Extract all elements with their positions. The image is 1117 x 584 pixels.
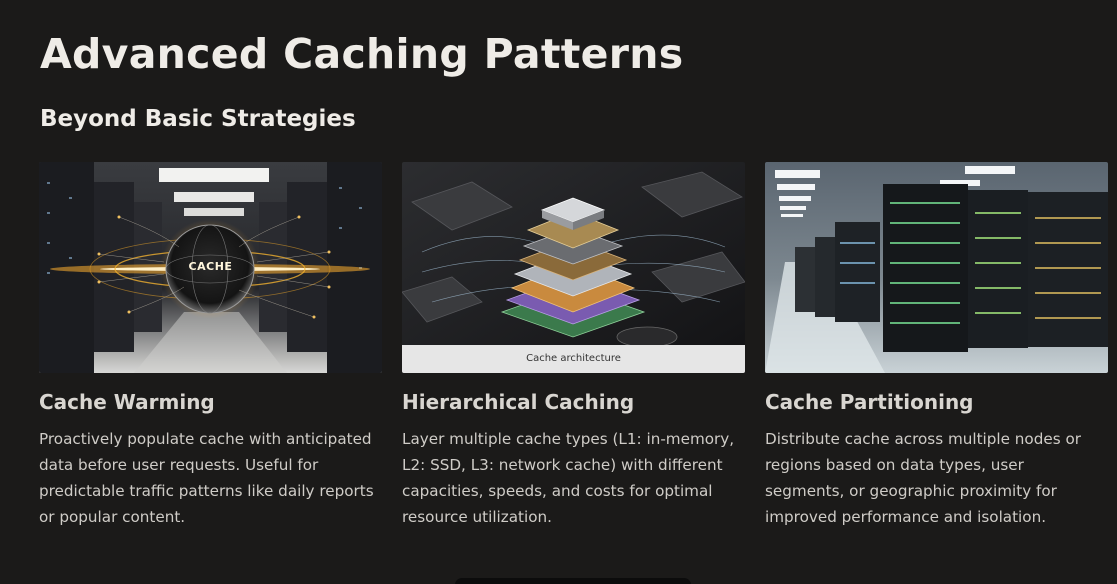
cache-sphere-label: CACHE <box>188 260 233 273</box>
card-title: Cache Warming <box>39 390 215 414</box>
card-cache-partitioning: Cache Partitioning Distribute cache acro… <box>765 162 1108 526</box>
cache-warming-image: CACHE <box>39 162 382 373</box>
page-title: Advanced Caching Patterns <box>40 30 684 78</box>
card-cache-warming: CACHE Cache Warming Proactively populate… <box>39 162 382 526</box>
hierarchical-caching-image: Cache architecture <box>402 162 745 373</box>
card-title: Cache Partitioning <box>765 390 974 414</box>
card-title: Hierarchical Caching <box>402 390 635 414</box>
card-description: Layer multiple cache types (L1: in-memor… <box>402 430 735 526</box>
datacenter-illustration <box>765 162 1108 373</box>
cache-partitioning-image <box>765 162 1108 373</box>
cache-layers-illustration <box>402 162 745 373</box>
bottom-toolbar-edge <box>455 578 691 584</box>
image-caption: Cache architecture <box>402 345 745 373</box>
page-subtitle: Beyond Basic Strategies <box>40 106 356 132</box>
card-hierarchical-caching: Cache architecture Hierarchical Caching … <box>402 162 745 526</box>
cache-sphere-illustration <box>39 162 382 373</box>
card-description: Proactively populate cache with anticipa… <box>39 430 374 526</box>
card-description: Distribute cache across multiple nodes o… <box>765 430 1081 526</box>
